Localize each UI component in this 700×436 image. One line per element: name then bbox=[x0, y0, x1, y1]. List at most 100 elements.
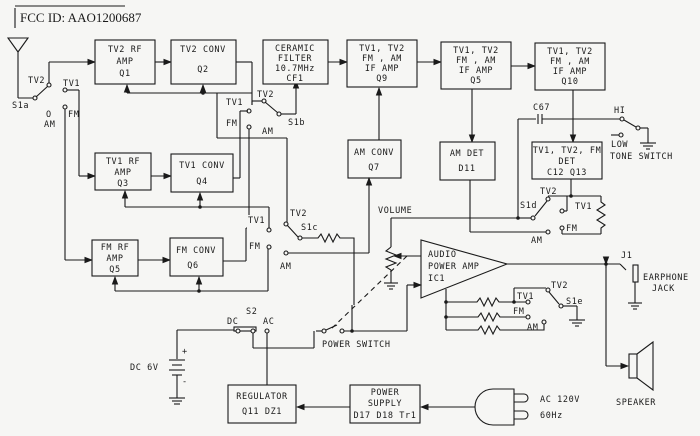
label-c67: C67 bbox=[533, 103, 550, 113]
tv1-conv-line1: TV1 CONV bbox=[179, 161, 225, 171]
block-tv1-conv bbox=[170, 153, 234, 193]
fm-det-line1: TV1, TV2, FM bbox=[533, 146, 602, 156]
am-det-line1: AM DET bbox=[450, 149, 484, 159]
am-det-line2: D11 bbox=[458, 164, 475, 174]
fm-det-line2: DET bbox=[558, 157, 575, 167]
label-ac: AC bbox=[263, 317, 274, 327]
antenna-icon bbox=[6, 37, 35, 99]
label-tv1-s1c: TV1 bbox=[248, 216, 265, 226]
am-conv-line2: Q7 bbox=[368, 163, 379, 173]
label-tv2-s1c: TV2 bbox=[290, 209, 307, 219]
block-if-amp-q9 bbox=[346, 39, 418, 88]
tv2-rf-amp-line3: Q1 bbox=[119, 69, 130, 79]
label-am-s1c: AM bbox=[280, 262, 291, 272]
tv1-rf-amp-line2: AMP bbox=[114, 168, 131, 178]
label-j1: J1 bbox=[621, 251, 632, 261]
label-tv1-s1b: TV1 bbox=[226, 98, 243, 108]
label-volume: VOLUME bbox=[378, 206, 412, 216]
if-amp-q9-line4: Q9 bbox=[376, 74, 387, 84]
power-supply-line3: D17 D18 Tr1 bbox=[354, 411, 417, 421]
label-tv2-s1a: TV2 bbox=[28, 76, 45, 86]
if-amp-q9-line3: IF AMP bbox=[365, 64, 399, 74]
label-power-switch: POWER SWITCH bbox=[322, 340, 391, 350]
if-amp-q10-line1: TV1, TV2 bbox=[547, 47, 593, 57]
label-fm-s1d: FM bbox=[566, 224, 577, 234]
if-amp-q9-line1: TV1, TV2 bbox=[359, 44, 405, 54]
switch-s1c bbox=[266, 176, 373, 305]
label-s2: S2 bbox=[246, 307, 257, 317]
block-fm-conv bbox=[169, 237, 224, 277]
tv2-conv-line2: Q2 bbox=[197, 65, 208, 75]
power-supply-line1: POWER bbox=[371, 388, 400, 398]
block-fm-rf-amp bbox=[91, 239, 139, 277]
block-regulator bbox=[227, 384, 297, 424]
if-amp-q10-line3: IF AMP bbox=[553, 67, 587, 77]
ceramic-filter-line1: CERAMIC bbox=[275, 44, 315, 54]
label-tone-switch: TONE SWITCH bbox=[610, 152, 673, 162]
label-am-s1a: AM bbox=[44, 120, 55, 130]
if-amp-q10-line2: FM , AM bbox=[550, 57, 590, 67]
block-tv1-rf-amp bbox=[94, 152, 152, 191]
label-tv1-s1d: TV1 bbox=[575, 202, 592, 212]
ceramic-filter-line2: FILTER bbox=[278, 54, 313, 64]
ceramic-filter-line4: CF1 bbox=[286, 74, 303, 84]
label-60hz: 60Hz bbox=[540, 411, 563, 421]
fm-conv-line1: FM CONV bbox=[176, 246, 216, 256]
label-earphone: EARPHONE bbox=[643, 273, 689, 283]
label-am-s1d: AM bbox=[531, 236, 542, 246]
fm-rf-amp-line1: FM RF bbox=[101, 243, 130, 253]
audio-amp-line3: IC1 bbox=[428, 274, 445, 284]
regulator-line2: Q11 DZ1 bbox=[242, 407, 282, 417]
label-ac120: AC 120V bbox=[540, 395, 580, 405]
battery-icon bbox=[169, 330, 185, 405]
block-power-supply bbox=[349, 384, 421, 424]
am-conv-line1: AM CONV bbox=[354, 148, 394, 158]
audio-amp-line1: AUDIO bbox=[428, 250, 457, 260]
volume-potentiometer bbox=[384, 246, 421, 290]
tv2-rf-amp-line1: TV2 RF bbox=[108, 45, 142, 55]
label-o-s1a: O bbox=[46, 110, 52, 120]
tv1-rf-amp-line3: Q3 bbox=[117, 179, 128, 189]
switch-s1e bbox=[444, 287, 585, 336]
label-tv2-s1b: TV2 bbox=[257, 90, 274, 100]
block-audio-power-amp bbox=[420, 239, 509, 299]
if-amp-q5-line3: IF AMP bbox=[459, 66, 493, 76]
power-supply-line2: SUPPLY bbox=[368, 399, 402, 409]
label-minus: - bbox=[182, 377, 188, 387]
regulator-line1: REGULATOR bbox=[236, 392, 288, 402]
label-am-s1e: AM bbox=[527, 323, 538, 333]
label-low: LOW bbox=[611, 140, 628, 150]
if-amp-q5-line2: FM , AM bbox=[456, 56, 496, 66]
tv2-rf-amp-line2: AMP bbox=[116, 57, 133, 67]
volume-power-gang-link bbox=[329, 255, 408, 331]
label-speaker: SPEAKER bbox=[616, 398, 656, 408]
label-am-s1b: AM bbox=[262, 127, 273, 137]
tv2-conv-line1: TV2 CONV bbox=[180, 45, 226, 55]
fcc-id: FCC ID: AAO1200687 bbox=[20, 10, 142, 25]
label-s1d: S1d bbox=[520, 201, 537, 211]
audio-amp-line2: POWER AMP bbox=[428, 262, 479, 272]
fm-det-line3: C12 Q13 bbox=[547, 168, 587, 178]
fm-rf-amp-line3: Q5 bbox=[109, 265, 120, 275]
switch-s2 bbox=[177, 326, 315, 385]
block-fm-det bbox=[531, 141, 603, 180]
label-tv1-s1e: TV1 bbox=[517, 292, 534, 302]
label-fm-s1b: FM bbox=[226, 119, 237, 129]
ceramic-filter-line3: 10.7MHz bbox=[275, 64, 315, 74]
tone-switch bbox=[517, 114, 656, 218]
block-ceramic-filter bbox=[262, 39, 329, 85]
tv1-conv-line2: Q4 bbox=[196, 177, 207, 187]
label-fm-s1c: FM bbox=[249, 242, 260, 252]
tv1-rf-amp-line1: TV1 RF bbox=[106, 157, 140, 167]
if-amp-q5-line1: TV1, TV2 bbox=[453, 46, 499, 56]
label-s1e: S1e bbox=[566, 297, 583, 307]
block-am-det bbox=[439, 141, 496, 181]
ac-plug-icon bbox=[474, 388, 529, 426]
block-if-amp-q10 bbox=[534, 42, 606, 91]
label-tv2-s1e: TV2 bbox=[551, 281, 568, 291]
if-amp-q10-line4: Q10 bbox=[561, 77, 578, 87]
earphone-jack-icon bbox=[619, 263, 642, 310]
label-dc6v: DC 6V bbox=[130, 363, 159, 373]
label-s1a: S1a bbox=[12, 101, 29, 111]
label-hi: HI bbox=[614, 106, 625, 116]
